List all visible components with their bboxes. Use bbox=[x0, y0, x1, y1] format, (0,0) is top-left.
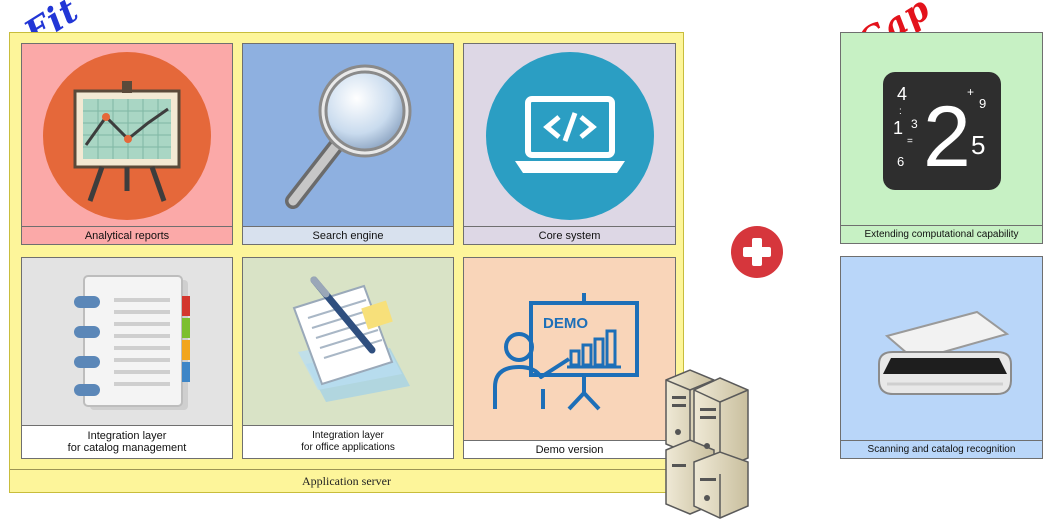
tile-catalog-integration[interactable]: Integration layer for catalog management bbox=[21, 257, 233, 459]
svg-text:+: + bbox=[967, 85, 974, 99]
svg-text:6: 6 bbox=[897, 154, 904, 169]
caption-line-1: Integration layer bbox=[87, 430, 167, 442]
svg-text:5: 5 bbox=[971, 130, 985, 160]
presentation-chart-icon bbox=[22, 44, 232, 228]
calculator-numbers-icon: 2 4 : 1 3 = 6 + 9 5 bbox=[841, 33, 1042, 228]
tile-analytical-reports[interactable]: Analytical reports bbox=[21, 43, 233, 245]
tile-computational-capability[interactable]: 2 4 : 1 3 = 6 + 9 5 Extending computatio… bbox=[840, 32, 1043, 244]
magnifier-icon bbox=[243, 44, 453, 228]
tile-caption: Core system bbox=[464, 226, 675, 244]
server-stack-icon bbox=[660, 366, 758, 519]
svg-text:=: = bbox=[907, 136, 913, 147]
caption-line-2: for office applications bbox=[301, 442, 395, 453]
tile-caption: Demo version bbox=[464, 440, 675, 458]
demo-board-text: DEMO bbox=[543, 315, 588, 332]
svg-text:3: 3 bbox=[911, 117, 918, 131]
application-server-label: Application server bbox=[10, 469, 683, 492]
tile-caption: Analytical reports bbox=[22, 226, 232, 244]
tile-caption: Integration layer for office application… bbox=[243, 425, 453, 458]
tile-caption: Extending computational capability bbox=[841, 225, 1042, 243]
scanner-icon bbox=[841, 257, 1042, 441]
document-pen-icon bbox=[243, 258, 453, 428]
tile-caption: Scanning and catalog recognition bbox=[841, 440, 1042, 458]
notebook-icon bbox=[22, 258, 232, 428]
tile-office-integration[interactable]: Integration layer for office application… bbox=[242, 257, 454, 459]
tile-caption: Integration layer for catalog management bbox=[22, 425, 232, 458]
tile-demo-version[interactable]: DEMO Demo version bbox=[463, 257, 676, 459]
svg-text:4: 4 bbox=[897, 84, 907, 104]
svg-text:9: 9 bbox=[979, 96, 986, 111]
svg-text:1: 1 bbox=[893, 118, 903, 138]
tile-caption: Search engine bbox=[243, 226, 453, 244]
svg-text:2: 2 bbox=[923, 89, 971, 185]
tile-core-system[interactable]: Core system bbox=[463, 43, 676, 245]
svg-text::: : bbox=[899, 106, 902, 117]
tile-search-engine[interactable]: Search engine bbox=[242, 43, 454, 245]
caption-line-2: for catalog management bbox=[67, 442, 187, 454]
caption-line-1: Integration layer bbox=[312, 430, 384, 441]
demo-presenter-icon: DEMO bbox=[464, 258, 675, 442]
tile-scanning-recognition[interactable]: Scanning and catalog recognition bbox=[840, 256, 1043, 459]
laptop-code-icon bbox=[464, 44, 675, 228]
plus-icon bbox=[731, 226, 783, 278]
